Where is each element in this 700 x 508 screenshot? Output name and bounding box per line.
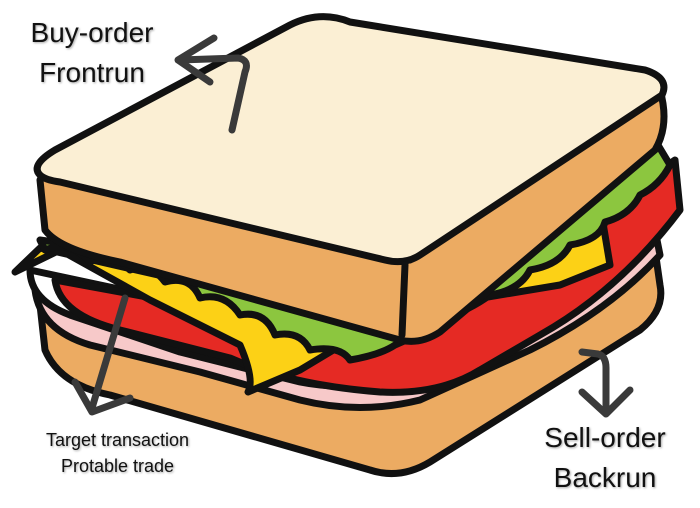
target-transaction-line2: Protable trade <box>60 456 175 476</box>
target-transaction-label: Target transaction Protable trade <box>20 427 215 479</box>
sell-order-line2: Backrun <box>553 462 657 493</box>
sandwich-illustration <box>11 13 684 478</box>
top-bread-face <box>33 13 668 266</box>
buy-order-arrow-icon <box>176 54 250 134</box>
sell-order-arrow-icon <box>578 348 610 412</box>
target-arrow-icon <box>88 294 129 412</box>
crust-ridge <box>398 261 409 339</box>
top-bread-crust <box>36 86 668 345</box>
buy-order-arrowhead-icon <box>174 34 218 86</box>
sell-order-arrowhead-icon <box>578 386 634 418</box>
target-transaction-line1: Target transaction <box>45 430 190 450</box>
sell-order-line1: Sell-order <box>544 422 666 453</box>
target-arrowhead-icon <box>71 378 134 416</box>
buy-order-line1: Buy-order <box>30 17 154 48</box>
buy-order-label: Buy-order Frontrun <box>6 13 178 93</box>
buy-order-line2: Frontrun <box>39 57 145 88</box>
curved-arrow-icon <box>71 34 634 418</box>
sell-order-label: Sell-order Backrun <box>520 418 690 498</box>
ham-layer <box>31 226 664 411</box>
